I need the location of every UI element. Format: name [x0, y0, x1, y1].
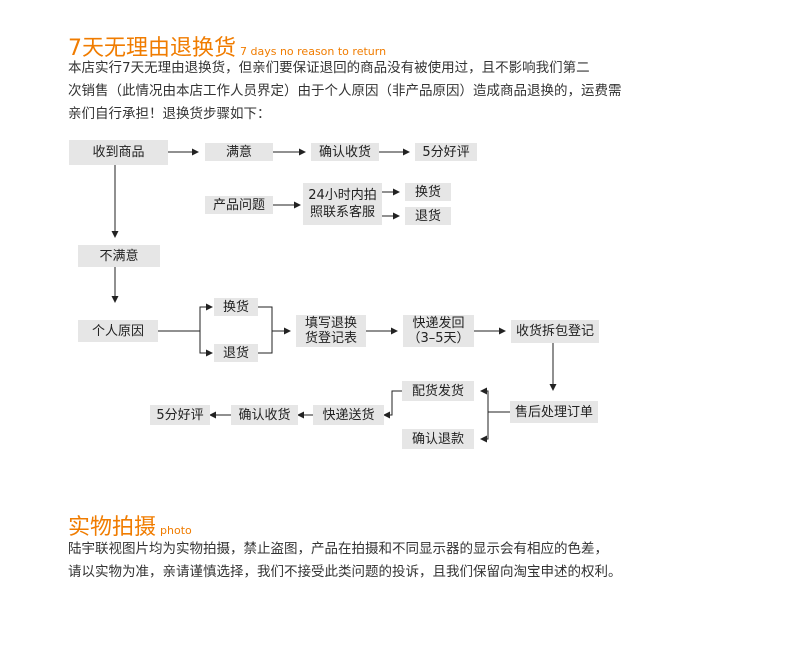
flow-return: 退货 — [214, 344, 258, 362]
flow-contact-service: 24小时内拍 照联系客服 — [303, 183, 382, 225]
flow-satisfied: 满意 — [205, 143, 273, 161]
flow-express-back-line: （3–5天） — [407, 331, 470, 346]
policy-line: 亲们自行承担！退换货步骤如下： — [68, 106, 271, 122]
flow-confirm-receipt: 确认收货 — [231, 405, 298, 425]
flow-personal-reason: 个人原因 — [78, 320, 158, 342]
photo-disclaimer-text: 陆宇联视图片均为实物拍摄，禁止盗图，产品在拍摄和不同显示器的显示会有相应的色差，… — [68, 538, 768, 584]
flow-good-review: 5分好评 — [415, 143, 477, 161]
flow-received: 收到商品 — [69, 140, 168, 165]
flow-aftersale: 售后处理订单 — [510, 401, 598, 423]
policy-line: 次销售（此情况由本店工作人员界定）由于个人原因（非产品原因）造成商品退换的，运费… — [68, 83, 622, 99]
returns-title-text: 7天无理由退换货 — [68, 36, 236, 61]
flow-unsatisfied: 不满意 — [78, 245, 160, 267]
returns-policy-text: 本店实行7天无理由退换货，但亲们要保证退回的商品没有被使用过，且不影响我们第二 … — [68, 57, 768, 126]
flow-product-issue: 产品问题 — [205, 196, 273, 214]
flow-exchange: 换货 — [214, 298, 258, 316]
flow-express-ship: 快递送货 — [313, 405, 384, 425]
returns-title: 7天无理由退换货 7 days no reason to return — [68, 30, 386, 62]
returns-subtitle: 7 days no reason to return — [240, 45, 387, 58]
disclaimer-line: 陆宇联视图片均为实物拍摄，禁止盗图，产品在拍摄和不同显示器的显示会有相应的色差， — [68, 541, 608, 557]
flow-express-back: 快递发回 （3–5天） — [403, 315, 474, 347]
policy-line: 本店实行7天无理由退换货，但亲们要保证退回的商品没有被使用过，且不影响我们第二 — [68, 60, 590, 76]
flow-fill-form-line: 填写退换 — [304, 316, 357, 331]
flow-receive-register: 收货拆包登记 — [511, 320, 599, 343]
photo-title-text: 实物拍摄 — [68, 515, 157, 540]
flow-contact-line: 照联系客服 — [309, 205, 375, 220]
flow-contact-line: 24小时内拍 — [308, 188, 377, 203]
photo-subtitle: photo — [160, 524, 192, 537]
flow-good-review: 5分好评 — [150, 405, 210, 425]
flow-fill-form: 填写退换 货登记表 — [296, 315, 366, 347]
flow-return: 退货 — [405, 207, 451, 225]
flow-confirm-receipt: 确认收货 — [311, 143, 379, 161]
flow-fill-form-line: 货登记表 — [304, 331, 357, 346]
flow-restock-ship: 配货发货 — [402, 381, 474, 401]
flow-exchange: 换货 — [405, 183, 451, 201]
flow-express-back-line: 快递发回 — [412, 316, 465, 331]
disclaimer-line: 请以实物为准，亲请谨慎选择，我们不接受此类问题的投诉，且我们保留向淘宝申述的权利… — [68, 564, 622, 580]
flow-confirm-refund: 确认退款 — [402, 429, 474, 449]
